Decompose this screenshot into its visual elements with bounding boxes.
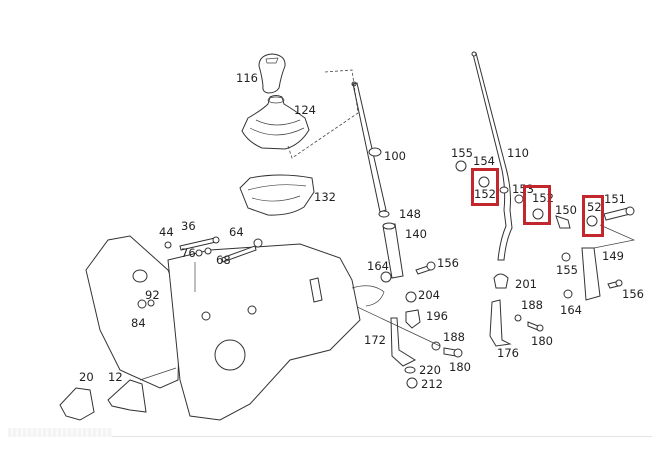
callout-188-right: 188 [521, 298, 543, 312]
callout-156: 156 [437, 256, 459, 270]
callout-220: 220 [419, 363, 441, 377]
callout-76: 76 [181, 246, 196, 260]
callout-153: 153 [512, 182, 534, 196]
callout-68: 68 [216, 253, 231, 267]
nut-164 [380, 271, 392, 283]
callout-180: 180 [449, 360, 471, 374]
callout-196: 196 [426, 309, 448, 323]
callout-201: 201 [515, 277, 537, 291]
callout-150: 150 [555, 203, 577, 217]
callout-156-right: 156 [622, 287, 644, 301]
watermark [8, 428, 112, 437]
mount-bracket-12 [107, 379, 147, 413]
highlight-box-152-middle [523, 185, 551, 225]
callout-64: 64 [229, 225, 244, 239]
highlight-box-52 [582, 195, 604, 237]
callout-164-right: 164 [560, 303, 582, 317]
callout-36: 36 [181, 219, 196, 233]
callout-100: 100 [384, 149, 406, 163]
ring-148 [378, 210, 390, 218]
callout-180-right: 180 [531, 334, 553, 348]
callout-188: 188 [443, 330, 465, 344]
shift-boot [241, 95, 310, 150]
callout-140: 140 [405, 227, 427, 241]
divider-line [112, 436, 652, 437]
callout-116: 116 [236, 71, 258, 85]
boot-frame [239, 174, 315, 216]
callout-151: 151 [604, 192, 626, 206]
callout-149: 149 [602, 249, 624, 263]
gear-knob [258, 53, 286, 94]
callout-20: 20 [79, 370, 94, 384]
callout-110: 110 [507, 146, 529, 160]
transmission-housing [85, 235, 385, 421]
callout-154: 154 [473, 154, 495, 168]
callout-155: 155 [451, 146, 473, 160]
shift-rod [471, 51, 513, 261]
callout-92: 92 [145, 288, 160, 302]
callout-204: 204 [418, 288, 440, 302]
callout-152-middle: 152 [532, 191, 554, 205]
callout-176: 176 [497, 346, 519, 360]
mount-bracket-20 [59, 387, 95, 421]
callout-212: 212 [421, 377, 443, 391]
callout-172: 172 [364, 333, 386, 347]
callout-124: 124 [294, 103, 316, 117]
callout-84: 84 [131, 316, 146, 330]
highlight-box-152-left [471, 168, 499, 206]
callout-12: 12 [108, 370, 123, 384]
callout-164: 164 [367, 259, 389, 273]
callout-132: 132 [314, 190, 336, 204]
callout-52: 52 [587, 200, 602, 214]
callout-152-left: 152 [474, 187, 496, 201]
shift-lever [351, 81, 387, 213]
callout-148: 148 [399, 207, 421, 221]
callout-155-right: 155 [556, 263, 578, 277]
callout-44: 44 [159, 225, 174, 239]
